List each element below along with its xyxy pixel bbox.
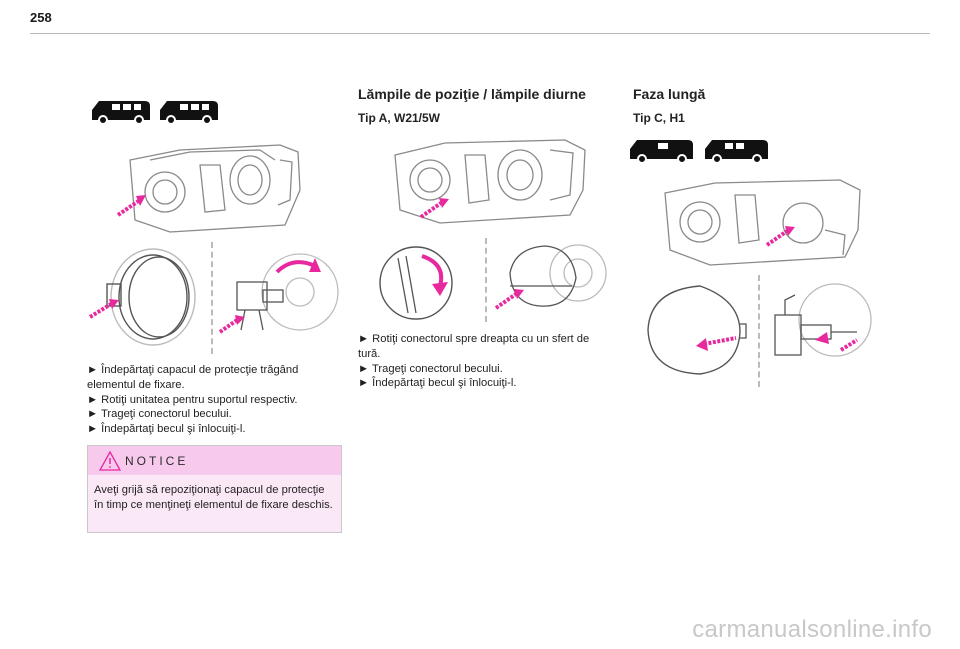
- cap-illustration-right: [647, 285, 747, 375]
- middle-steps: ► Rotiţi conectorul spre dreapta cu un s…: [358, 332, 608, 391]
- left-steps: ► Îndepărtaţi capacul de protecţie trăgâ…: [87, 363, 342, 437]
- notice-box: NOTICE Aveţi grijă să repoziţionaţi capa…: [87, 445, 342, 533]
- bulb-illustration-left: [218, 253, 339, 334]
- section-title-position-lamps: Lămpile de poziţie / lămpile diurne: [358, 86, 586, 102]
- warning-triangle-icon: [98, 450, 122, 471]
- middle-step-1: ► Rotiţi conectorul spre dreapta cu un s…: [358, 333, 590, 360]
- header-rule: [30, 33, 930, 34]
- notice-text: Aveţi grijă să repoziţionaţi capacul de …: [94, 484, 333, 511]
- section-title-high-beam: Faza lungă: [633, 86, 706, 102]
- middle-step-2: ► Trageţi conectorul becului.: [358, 362, 503, 375]
- headlamp-illustration-right: [664, 179, 861, 266]
- bulb-holder-illustration-middle: [494, 244, 607, 310]
- middle-step-3: ► Îndepărtaţi becul şi înlocuiţi-l.: [358, 377, 517, 390]
- left-step-4: ► Îndepărtaţi becul şi înlocuiţi-l.: [87, 423, 246, 436]
- page-number: 258: [30, 10, 52, 25]
- left-step-3: ► Trageţi conectorul becului.: [87, 408, 232, 421]
- section-subtitle-type-c: Tip C, H1: [633, 111, 685, 125]
- connector-rotate-illustration: [379, 246, 453, 320]
- headlamp-illustration-left: [116, 144, 301, 233]
- divider-dashed-middle: [485, 238, 487, 322]
- cap-illustration-left: [88, 248, 196, 346]
- section-subtitle-type-a: Tip A, W21/5W: [358, 111, 441, 125]
- headlamp-illustration-middle: [394, 139, 586, 224]
- divider-dashed: [211, 242, 213, 354]
- left-step-2: ► Rotiţi unitatea pentru suportul respec…: [87, 393, 298, 406]
- notice-header: NOTICE: [88, 446, 341, 475]
- notice-title: NOTICE: [125, 454, 189, 468]
- van-icons-left: [92, 101, 218, 125]
- left-step-1: ► Îndepărtaţi capacul de protecţie trăgâ…: [87, 364, 299, 391]
- watermark: carmanualsonline.info: [692, 616, 932, 643]
- bulb-illustration-right: [774, 283, 872, 357]
- divider-dashed-right: [758, 275, 760, 387]
- van-icons-right: [630, 140, 768, 164]
